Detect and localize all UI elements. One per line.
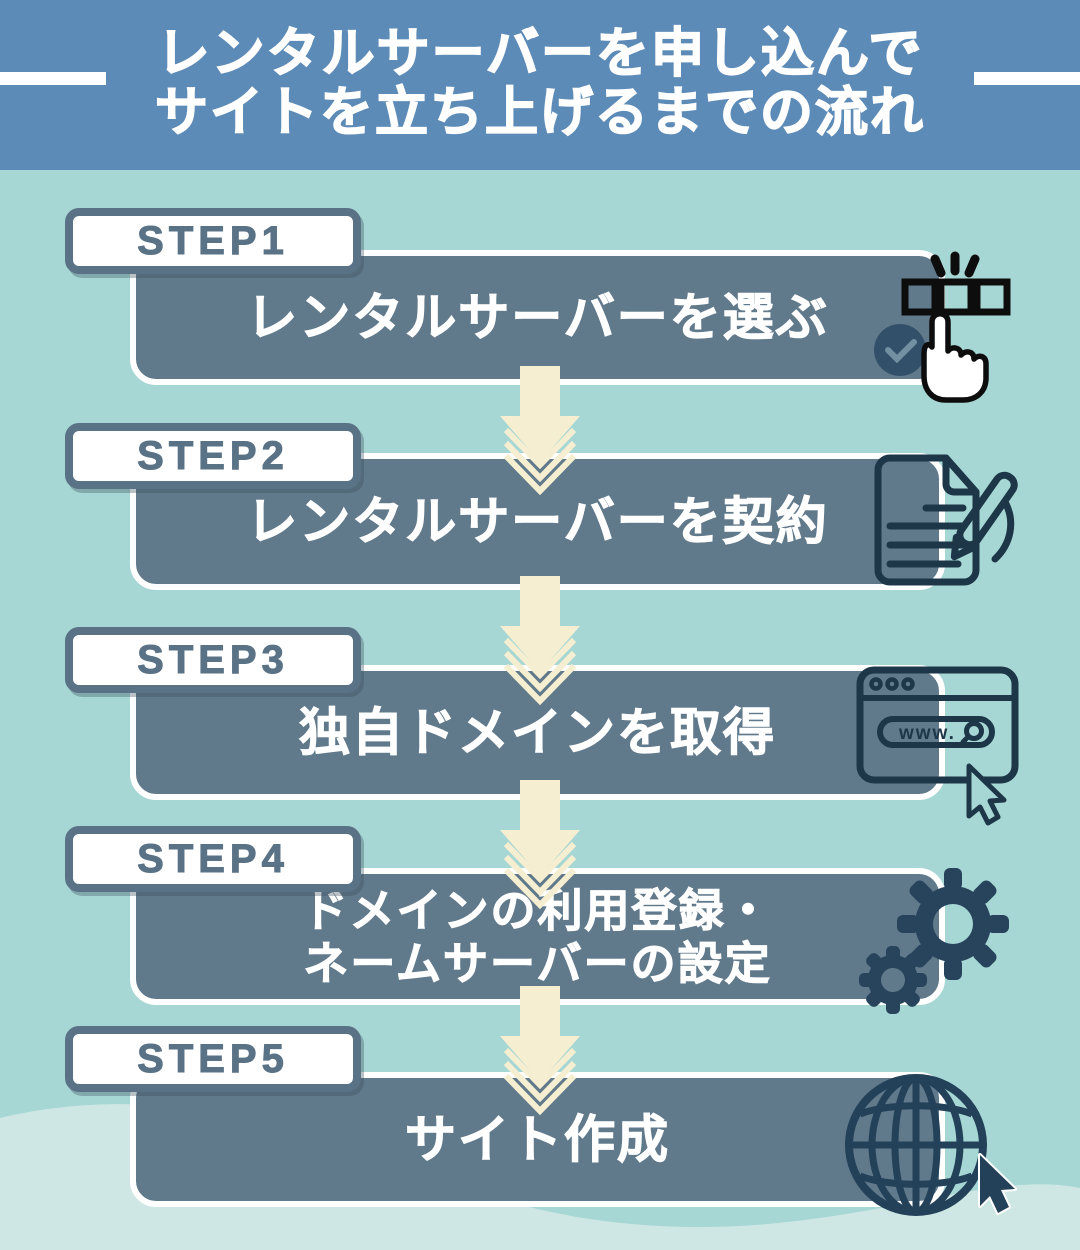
step-label-4: STEP4 — [65, 826, 361, 892]
step-label-2-text: STEP2 — [137, 433, 289, 478]
contract-document-icon — [874, 454, 1018, 586]
title-dash-right — [974, 72, 1080, 85]
step-label-1-text: STEP1 — [137, 218, 289, 263]
title-line-2: サイトを立ち上げるまでの流れ — [154, 82, 925, 143]
step-label-3: STEP3 — [65, 627, 361, 693]
step-label-3-text: STEP3 — [137, 637, 289, 682]
step-label-4-text: STEP4 — [137, 836, 289, 881]
down-arrow-icon — [500, 986, 580, 1116]
step-label-1: STEP1 — [65, 208, 361, 274]
globe-website-icon — [845, 1074, 1017, 1216]
step-text-3: 独自ドメインを取得 — [298, 703, 776, 761]
title-dash-left — [0, 72, 106, 85]
down-arrow-icon — [500, 576, 580, 706]
down-arrow-icon — [500, 366, 580, 496]
step-text-2: レンタルサーバーを契約 — [246, 492, 829, 550]
title-line-1: レンタルサーバーを申し込んで — [156, 23, 924, 84]
step-label-5: STEP5 — [65, 1026, 361, 1092]
down-arrow-icon — [500, 780, 580, 910]
title-banner: レンタルサーバーを申し込んで サイトを立ち上げるまでの流れ — [0, 0, 1080, 170]
step-label-2: STEP2 — [65, 423, 361, 489]
browser-domain-icon: www. — [856, 666, 1019, 826]
step-text-5: サイト作成 — [404, 1110, 670, 1168]
click-select-icon — [874, 251, 1011, 403]
step-text-1: レンタルサーバーを選ぶ — [246, 288, 829, 346]
browser-url-text: www. — [898, 723, 956, 744]
gears-settings-icon — [859, 868, 1009, 1014]
step-text-4-line-2: ネームサーバーの設定 — [303, 937, 772, 989]
step-label-5-text: STEP5 — [137, 1036, 289, 1081]
